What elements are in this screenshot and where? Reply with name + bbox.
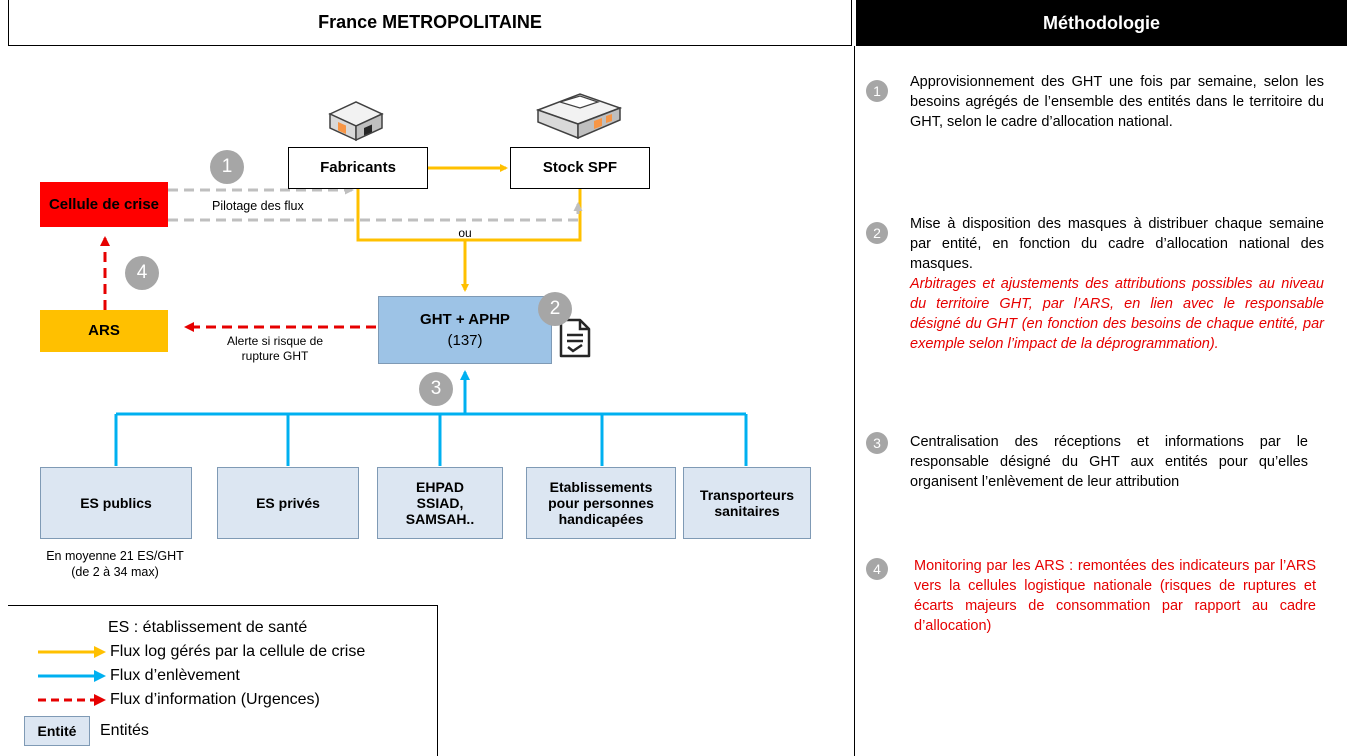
- entity-es-publics: ES publics: [40, 467, 192, 539]
- legend-entity-swatch: Entité: [24, 716, 90, 746]
- legend-entites-text: Entités: [100, 722, 149, 739]
- method-4-text: Monitoring par les ARS : remontées des i…: [914, 558, 1316, 634]
- legend-flux-log-text: Flux log gérés par la cellule de crise: [110, 643, 366, 660]
- method-4-circle: 4: [866, 558, 888, 580]
- entity-label-line-2: pour personnes: [548, 494, 654, 511]
- ght-label: GHT + APHP: [420, 310, 510, 328]
- entity-transporteurs: Transporteurs sanitaires: [683, 467, 811, 539]
- step-1-number: 1: [221, 156, 233, 177]
- method-3-circle: 3: [866, 432, 888, 454]
- legend-es-text: ES : établissement de santé: [108, 619, 308, 636]
- method-2-circle: 2: [866, 222, 888, 244]
- flow-connectors: [100, 164, 748, 466]
- legend-flux-enlevement: Flux d’enlèvement: [38, 666, 240, 686]
- method-3-text: Centralisation des réceptions et informa…: [910, 434, 1308, 490]
- legend-flux-log: Flux log gérés par la cellule de crise: [38, 642, 365, 662]
- grey-pilotage: [168, 185, 583, 222]
- pilotage-label: Pilotage des flux: [212, 199, 304, 213]
- legend-flux-info: Flux d’information (Urgences): [38, 690, 320, 710]
- step-1-circle: 1: [210, 150, 244, 184]
- red-dashed-arrow-icon: [38, 694, 106, 706]
- method-1-text: Approvisionnement des GHT une fois par s…: [910, 74, 1324, 130]
- column-divider: [854, 46, 855, 756]
- method-2-text: Mise à disposition des masques à distrib…: [910, 216, 1324, 272]
- fabricants-down: [356, 189, 465, 242]
- alerte-line-1: Alerte si risque de: [226, 334, 324, 348]
- legend-entity-swatch-text: Entité: [37, 723, 77, 739]
- entity-label: ES privés: [256, 494, 320, 511]
- entity-ehpad: EHPAD SSIAD, SAMSAH..: [377, 467, 503, 539]
- alerte-label: Alerte si risque de rupture GHT: [200, 334, 350, 364]
- legend-flux-info-text: Flux d’information (Urgences): [110, 691, 320, 708]
- entity-label-line-1: Transporteurs: [699, 486, 795, 503]
- entity-label-line-3: handicapées: [558, 511, 644, 528]
- entity-label-line-1: EHPAD: [416, 478, 464, 495]
- ou-label: ou: [458, 226, 472, 240]
- alerte-line-2: rupture GHT: [241, 349, 309, 363]
- fabricants-box: Fabricants: [288, 147, 428, 189]
- blue-arrow-icon: [38, 670, 106, 682]
- es-note-line-1: En moyenne 21 ES/GHT: [46, 549, 184, 563]
- legend-entites: Entité Entités: [24, 716, 149, 746]
- stock-spf-box: Stock SPF: [510, 147, 650, 189]
- left-header: France METROPOLITAINE: [8, 0, 852, 46]
- legend: ES : établissement de santé Flux log gér…: [8, 605, 438, 756]
- yellow-arrow-icon: [38, 646, 106, 658]
- method-3-number: 3: [873, 435, 881, 451]
- method-2-block: Mise à disposition des masques à distrib…: [910, 214, 1324, 354]
- document-check-icon: [559, 318, 591, 358]
- step-4-number: 4: [136, 262, 148, 283]
- pilotage-to-stock: [168, 202, 583, 222]
- step-2-number: 2: [549, 298, 561, 319]
- cellule-de-crise-label: Cellule de crise: [48, 195, 160, 213]
- ght-aphp-box: GHT + APHP (137): [378, 296, 552, 364]
- entity-label-line-3: SAMSAH..: [405, 511, 475, 528]
- legend-es: ES : établissement de santé: [108, 618, 307, 638]
- ght-count: (137): [447, 332, 483, 349]
- es-note: En moyenne 21 ES/GHT (de 2 à 34 max): [20, 549, 210, 580]
- stock-spf-label: Stock SPF: [542, 159, 618, 177]
- ars-box: ARS: [40, 310, 168, 352]
- right-header: Méthodologie: [856, 0, 1347, 46]
- factory-icon: [328, 101, 384, 142]
- warehouse-icon: [535, 93, 623, 140]
- step-3-number: 3: [430, 378, 442, 399]
- stock-down: [465, 189, 582, 242]
- cellule-de-crise-box: Cellule de crise: [40, 182, 168, 227]
- method-4-number: 4: [873, 561, 881, 577]
- method-2-number: 2: [873, 225, 881, 241]
- legend-flux-enlevement-text: Flux d’enlèvement: [110, 667, 240, 684]
- blue-flows: [114, 370, 748, 466]
- red-flows: [100, 236, 376, 332]
- fabricants-label: Fabricants: [320, 159, 396, 177]
- entity-handicap: Etablissements pour personnes handicapée…: [526, 467, 676, 539]
- ars-label: ARS: [88, 322, 120, 340]
- left-title: France METROPOLITAINE: [318, 12, 542, 32]
- es-note-line-2: (de 2 à 34 max): [71, 564, 159, 579]
- method-1-circle: 1: [866, 80, 888, 102]
- entity-label-line-2: sanitaires: [714, 503, 780, 519]
- step-3-circle: 3: [419, 372, 453, 406]
- method-1-number: 1: [873, 83, 881, 99]
- entity-label: ES publics: [80, 494, 152, 511]
- entity-es-prives: ES privés: [217, 467, 359, 539]
- method-2-italic-text: Arbitrages et ajustements des attributio…: [910, 276, 1324, 352]
- right-title: Méthodologie: [1043, 12, 1160, 33]
- entity-label-line-2: SSIAD,: [416, 494, 464, 511]
- step-2-circle: 2: [538, 292, 572, 326]
- step-4-circle: 4: [125, 256, 159, 290]
- entity-label-line-1: Etablissements: [549, 478, 653, 495]
